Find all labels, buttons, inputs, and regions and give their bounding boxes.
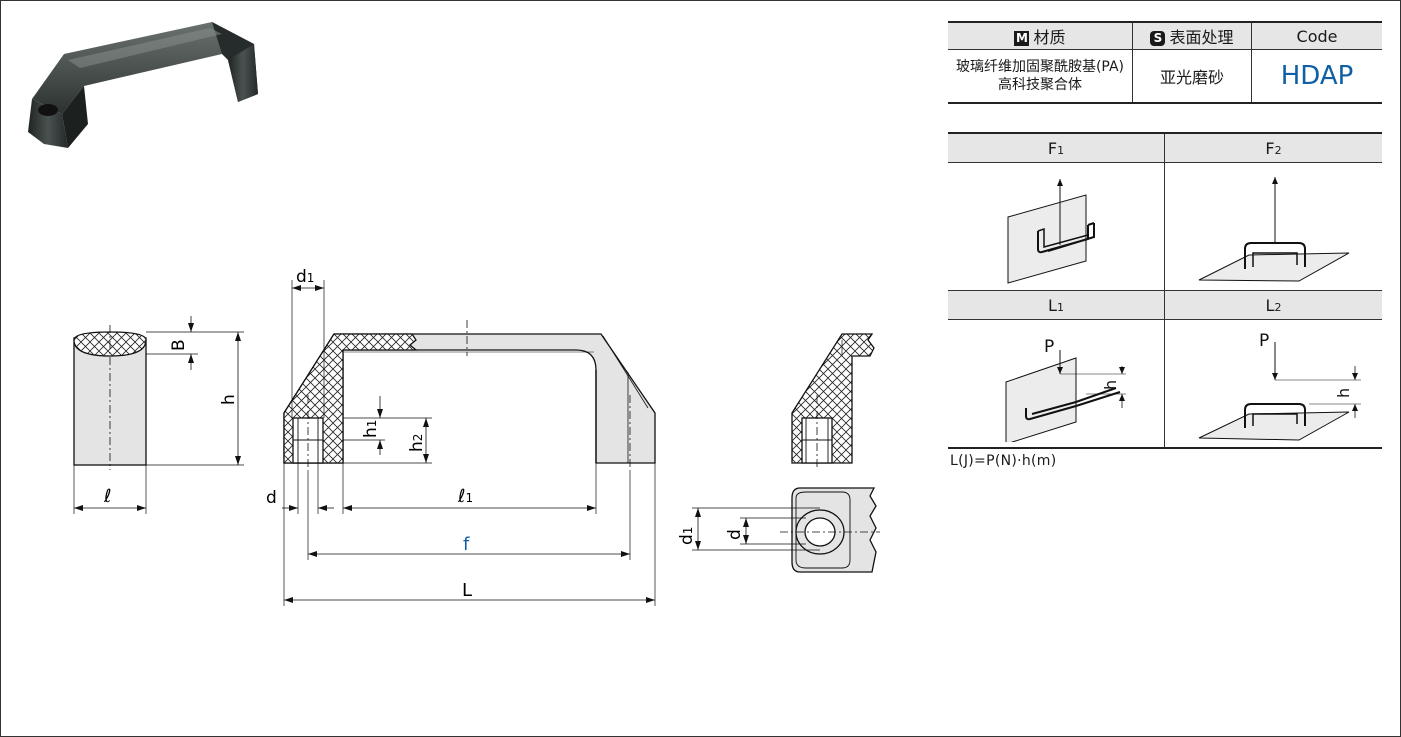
surface-badge: S (1150, 31, 1166, 46)
dim-l1-label: ℓ1 (457, 486, 473, 507)
technical-drawing: ℓ B h (73, 267, 880, 606)
code-cell: HDAP (1251, 49, 1382, 104)
bottom-view (692, 487, 880, 573)
f1-figure (948, 162, 1165, 291)
f1-diagram (1007, 178, 1095, 284)
material-badge: M (1014, 31, 1030, 46)
l1-diagram: P h (1005, 337, 1126, 445)
l1-p-label: P (1044, 337, 1054, 357)
l2-p-label: P (1259, 331, 1269, 351)
side-view (73, 316, 244, 514)
surface-cell: 亚光磨砂 (1132, 49, 1252, 104)
dim-B-label: B (169, 339, 189, 351)
section-view (791, 333, 875, 470)
dim-d-label: d (266, 488, 277, 508)
dim-L-label: L (462, 580, 472, 601)
bottom-d-label: d (725, 529, 745, 540)
load-formula: L(J)=P(N)·h(m) (950, 453, 1057, 469)
f1-header: F1 (948, 132, 1165, 163)
f2-figure (1164, 162, 1382, 291)
dim-f-label: f (463, 534, 470, 555)
l2-diagram: P h (1198, 331, 1361, 441)
l2-h-label: h (1334, 387, 1353, 397)
material-cell: 玻璃纤维加固聚酰胺基(PA)高科技聚合体 (948, 49, 1133, 104)
l1-figure: P h (948, 319, 1165, 449)
dim-d1-label: d1 (296, 267, 314, 287)
f2-diagram (1198, 176, 1349, 282)
dim-h1-label: h1 (361, 420, 381, 438)
l1-header: L1 (948, 290, 1165, 320)
front-view (282, 280, 656, 606)
f2-header: F2 (1164, 132, 1382, 163)
bottom-d1-label: d1 (677, 527, 697, 545)
l2-header: L2 (1164, 290, 1382, 320)
dim-h2-label: h2 (407, 434, 427, 452)
code-header: Code (1251, 21, 1382, 50)
product-photo (28, 22, 258, 148)
load-table: F1 F2 L1 L2 (948, 132, 1382, 449)
dim-l-label: ℓ (103, 486, 111, 507)
l2-figure: P h (1164, 319, 1382, 449)
l1-h-label: h (1101, 379, 1120, 389)
dim-h-label: h (219, 394, 239, 405)
